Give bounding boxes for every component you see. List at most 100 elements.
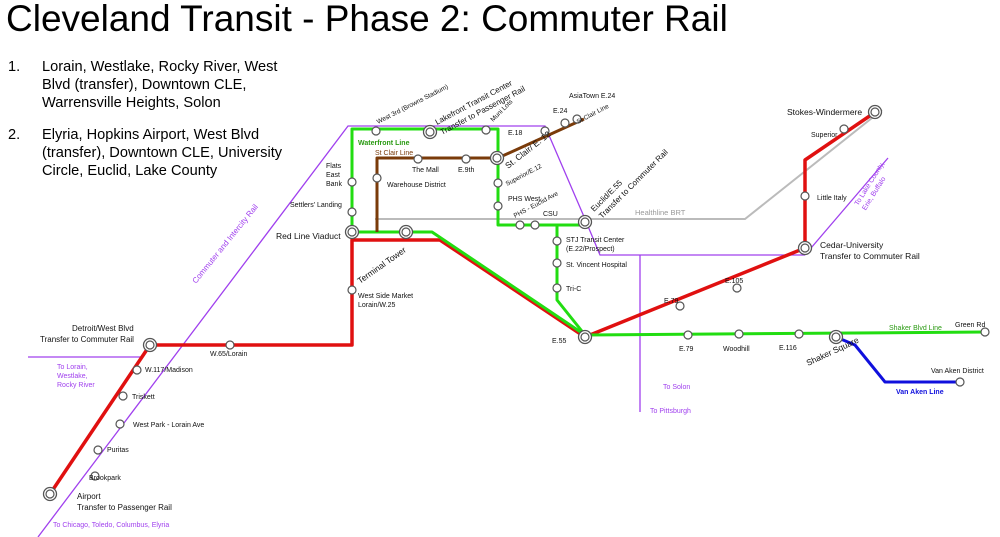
- station-label-puritas: Puritas: [107, 447, 129, 454]
- commuter-rail-routes: [28, 125, 889, 537]
- station-label-red-line-viaduct: Red Line Viaduct: [276, 231, 341, 241]
- station-label-tri-c: Tri-C: [566, 286, 581, 293]
- station-e79-green: [683, 330, 693, 340]
- station-label-stj-sub: (E.22/Prospect): [566, 246, 615, 253]
- station-label-e24: E.24: [553, 108, 568, 115]
- station-label-settlers: Settlers' Landing: [290, 202, 342, 209]
- station-label-st-clair-line-end: St Clair Line: [576, 103, 611, 126]
- station-label-st-vincent: St. Vincent Hospital: [566, 262, 627, 269]
- station-superior: [839, 124, 849, 134]
- station-label-e9th: E.9th: [458, 167, 474, 174]
- station-label-cedar-university: Cedar-University: [820, 240, 884, 250]
- label-healthline-brt: Healthline BRT: [635, 208, 686, 217]
- station-label-w65: W.65/Lorain: [210, 351, 247, 358]
- station-settlers: [347, 207, 357, 217]
- station-w117: [132, 365, 142, 375]
- dest-pittsburgh: To Pittsburgh: [650, 408, 691, 415]
- station-warehouse: [372, 173, 382, 183]
- station-phs-west: [493, 201, 503, 211]
- commuter-rail-lake-county: [804, 157, 889, 256]
- station-label-detroit-transfer: Transfer to Commuter Rail: [40, 335, 134, 344]
- station-detroit-inner: [145, 340, 155, 350]
- station-label-green-rd: Green Rd: [955, 322, 985, 329]
- station-label-phs-west: PHS West: [508, 196, 540, 203]
- station-cedar-university-inner: [800, 243, 810, 253]
- station-van-aken-district: [955, 377, 965, 387]
- healthline-brt-route: [375, 109, 883, 220]
- station-label-terminal-tower: Terminal Tower: [355, 245, 408, 286]
- station-label-csu: CSU: [543, 211, 558, 218]
- station-label-west-park: West Park - Lorain Ave: [133, 422, 204, 429]
- station-west3: [371, 126, 381, 136]
- station-label-e79-green: E.79: [679, 346, 694, 353]
- red-viaduct-green-connector: [352, 230, 586, 337]
- station-terminal-tower-inner: [401, 227, 411, 237]
- station-label-lorain-w25: Lorain/W.25: [358, 302, 395, 309]
- dest-lorain-line: Rocky River: [57, 382, 95, 389]
- phase-item-2: 2. Elyria, Hopkins Airport, West Blvd (t…: [8, 126, 298, 180]
- commuter-rail-main: [37, 125, 805, 537]
- label-st-clair-line: St Clair Line: [375, 150, 413, 157]
- station-label-e18: E.18: [508, 130, 523, 137]
- dest-lorain-line: Westlake,: [57, 373, 88, 380]
- label-waterfront-line: Waterfront Line: [358, 140, 410, 147]
- station-phs-euclid: [530, 220, 540, 230]
- station-e55-inner: [580, 332, 590, 342]
- page-title: Cleveland Transit - Phase 2: Commuter Ra…: [6, 0, 728, 39]
- stations-layer: [42, 104, 990, 502]
- station-superior-e12: [493, 178, 503, 188]
- station-muni-lots: [481, 125, 491, 135]
- station-label-triskett: Triskett: [132, 394, 155, 401]
- dest-lake-county: To Lake County, Erie, Buffalo: [854, 159, 895, 212]
- station-label-asiatown: AsiaTown E.24: [569, 93, 615, 100]
- station-label-superior: Superior: [811, 132, 838, 139]
- station-st-clair-e12-inner: [492, 153, 502, 163]
- station-green-rd: [980, 327, 990, 337]
- phase-item-1: 1. Lorain, Westlake, Rocky River, West B…: [8, 58, 298, 112]
- station-label-flats: Flats: [326, 163, 342, 170]
- station-woodhill: [734, 329, 744, 339]
- station-airport-inner: [45, 489, 55, 499]
- station-stj: [552, 236, 562, 246]
- station-label-west-side-market: West Side Market: [358, 293, 413, 300]
- station-west-side-market: [347, 285, 357, 295]
- dest-lorain-line: To Lorain,: [57, 364, 88, 371]
- station-label-the-mall: The Mall: [412, 167, 439, 174]
- station-e116: [794, 329, 804, 339]
- st-clair-line-route: [375, 117, 585, 232]
- station-the-mall: [413, 154, 423, 164]
- station-st-vincent: [552, 258, 562, 268]
- station-brookpark: [90, 471, 100, 481]
- station-label-east: East: [326, 172, 340, 179]
- station-w65: [225, 340, 235, 350]
- label-shaker-blvd-line: Shaker Blvd Line: [889, 325, 942, 332]
- station-label-van-aken-district: Van Aken District: [931, 368, 984, 375]
- red-line-route: [48, 111, 875, 495]
- station-flats-east-bank: [347, 177, 357, 187]
- phase-list: 1. Lorain, Westlake, Rocky River, West B…: [8, 58, 298, 194]
- station-labels: Airport Transfer to Passenger Rail Brook…: [40, 78, 985, 512]
- station-label-e79-red: E.79: [664, 298, 679, 305]
- station-euclid-e55-inner: [580, 217, 590, 227]
- station-csu: [515, 220, 525, 230]
- station-label-brookpark: Brookpark: [89, 475, 121, 482]
- station-e9th: [461, 154, 471, 164]
- station-lakefront-inner: [425, 127, 435, 137]
- station-shaker-square-inner: [831, 332, 841, 342]
- dest-lorain: To Lorain, Westlake, Rocky River: [57, 364, 95, 389]
- station-e24: [560, 118, 570, 128]
- dest-chicago: To Chicago, Toledo, Columbus, Elyria: [53, 522, 169, 529]
- station-tri-c: [552, 283, 562, 293]
- dest-solon: To Solon: [663, 384, 690, 391]
- station-label-woodhill: Woodhill: [723, 346, 750, 353]
- station-label-little-italy: Little Italy: [817, 195, 847, 202]
- station-red-line-viaduct-inner: [347, 227, 357, 237]
- phase-text: Lorain, Westlake, Rocky River, West Blvd…: [42, 59, 278, 111]
- station-asiatown: [572, 114, 582, 124]
- label-commuter-rail: Commuter and Intercity Rail: [191, 202, 261, 285]
- station-e18: [540, 126, 550, 136]
- station-label-stokes: Stokes-Windermere: [787, 107, 862, 117]
- label-van-aken-line: Van Aken Line: [896, 389, 944, 396]
- station-label-e116: E.116: [779, 345, 797, 352]
- phase-number: 1.: [8, 59, 21, 75]
